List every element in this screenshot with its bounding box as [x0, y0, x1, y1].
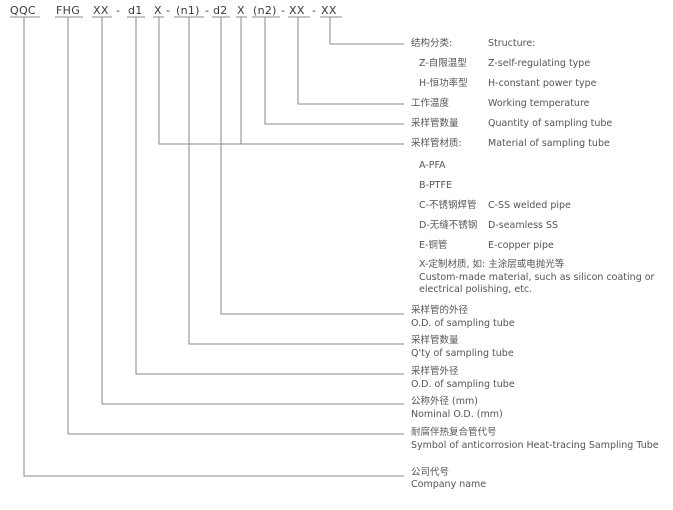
label-qty2-cn: 采样管数量 [411, 335, 459, 346]
code-fhg: FHG [56, 4, 81, 17]
leader-material [158, 17, 404, 145]
label-material-c-cn: C-不锈钢焊管 [419, 200, 477, 211]
code-dash: - [116, 4, 121, 17]
label-nominal-en: Nominal O.D. (mm) [411, 409, 503, 420]
code-x-material-2: X [237, 4, 245, 17]
label-structure-cn: 结构分类: [411, 38, 453, 49]
label-z-cn: Z-自限温型 [419, 58, 467, 69]
label-material-en: Material of sampling tube [488, 138, 610, 149]
code-dash: - [281, 4, 286, 17]
label-qty2-en: Q'ty of sampling tube [411, 348, 514, 359]
label-material-e-cn: E-铜管 [419, 240, 448, 251]
label-quantity-en: Quantity of sampling tube [488, 118, 613, 129]
label-symbol-en: Symbol of anticorrosion Heat-tracing Sam… [411, 440, 659, 451]
label-od1-cn: 采样管外径 [411, 366, 459, 377]
code-dash: - [166, 4, 171, 17]
label-material-x-en: Custom-made material, such as silicon co… [419, 272, 655, 295]
label-material-d-cn: D-无缝不锈钢 [419, 220, 478, 231]
leader-company [23, 17, 404, 477]
label-temperature-en: Working temperature [488, 98, 590, 109]
label-temperature-cn: 工作温度 [411, 98, 450, 109]
label-z-en: Z-self-regulating type [488, 58, 591, 69]
code-dash: - [205, 4, 210, 17]
label-od2-cn: 采样管的外径 [411, 305, 469, 316]
leader-symbol [67, 17, 404, 435]
code-x-material: X [154, 4, 162, 17]
label-company-cn: 公司代号 [411, 467, 450, 478]
label-od2-en: O.D. of sampling tube [411, 318, 515, 329]
code-dash: - [312, 4, 317, 17]
label-h-en: H-constant power type [488, 78, 597, 89]
code-xx-temperature: XX [289, 4, 305, 17]
label-od1-en: O.D. of sampling tube [411, 379, 515, 390]
code-n2: (n2) [253, 4, 277, 17]
label-quantity-cn: 采样管数量 [411, 118, 459, 129]
code-d2: d2 [213, 4, 228, 17]
label-company-en: Company name [411, 479, 487, 490]
label-material-c-en: C-SS welded pipe [488, 200, 571, 211]
code-n1: (n1) [176, 4, 200, 17]
leader-nominal [101, 17, 404, 405]
leader-temperature [297, 17, 404, 105]
label-material-a: A-PFA [419, 160, 446, 171]
label-material-d-en: D-seamless SS [488, 220, 559, 231]
label-material-e-en: E-copper pipe [488, 240, 554, 251]
leader-od2 [220, 17, 404, 315]
label-material-cn: 采样管材质: [411, 138, 462, 149]
label-symbol-cn: 耐腐伴热复合管代号 [411, 427, 497, 438]
code-d1: d1 [128, 4, 143, 17]
code-xx-nominal: XX [93, 4, 109, 17]
code-xx-structure: XX [321, 4, 337, 17]
label-nominal-cn: 公称外径 (mm) [411, 396, 478, 407]
label-structure-en: Structure: [488, 38, 536, 49]
leader-qty2 [188, 17, 404, 345]
leader-quantity [264, 17, 404, 125]
label-material-b: B-PTFE [419, 180, 452, 191]
label-h-cn: H-恒功率型 [419, 78, 468, 89]
leader-structure [329, 17, 404, 45]
label-material-x-cn: X-定制材质, 如: 主涂层或电抛光等 [419, 259, 565, 270]
code-qqc: QQC [10, 4, 36, 17]
leader-od1 [135, 17, 404, 375]
